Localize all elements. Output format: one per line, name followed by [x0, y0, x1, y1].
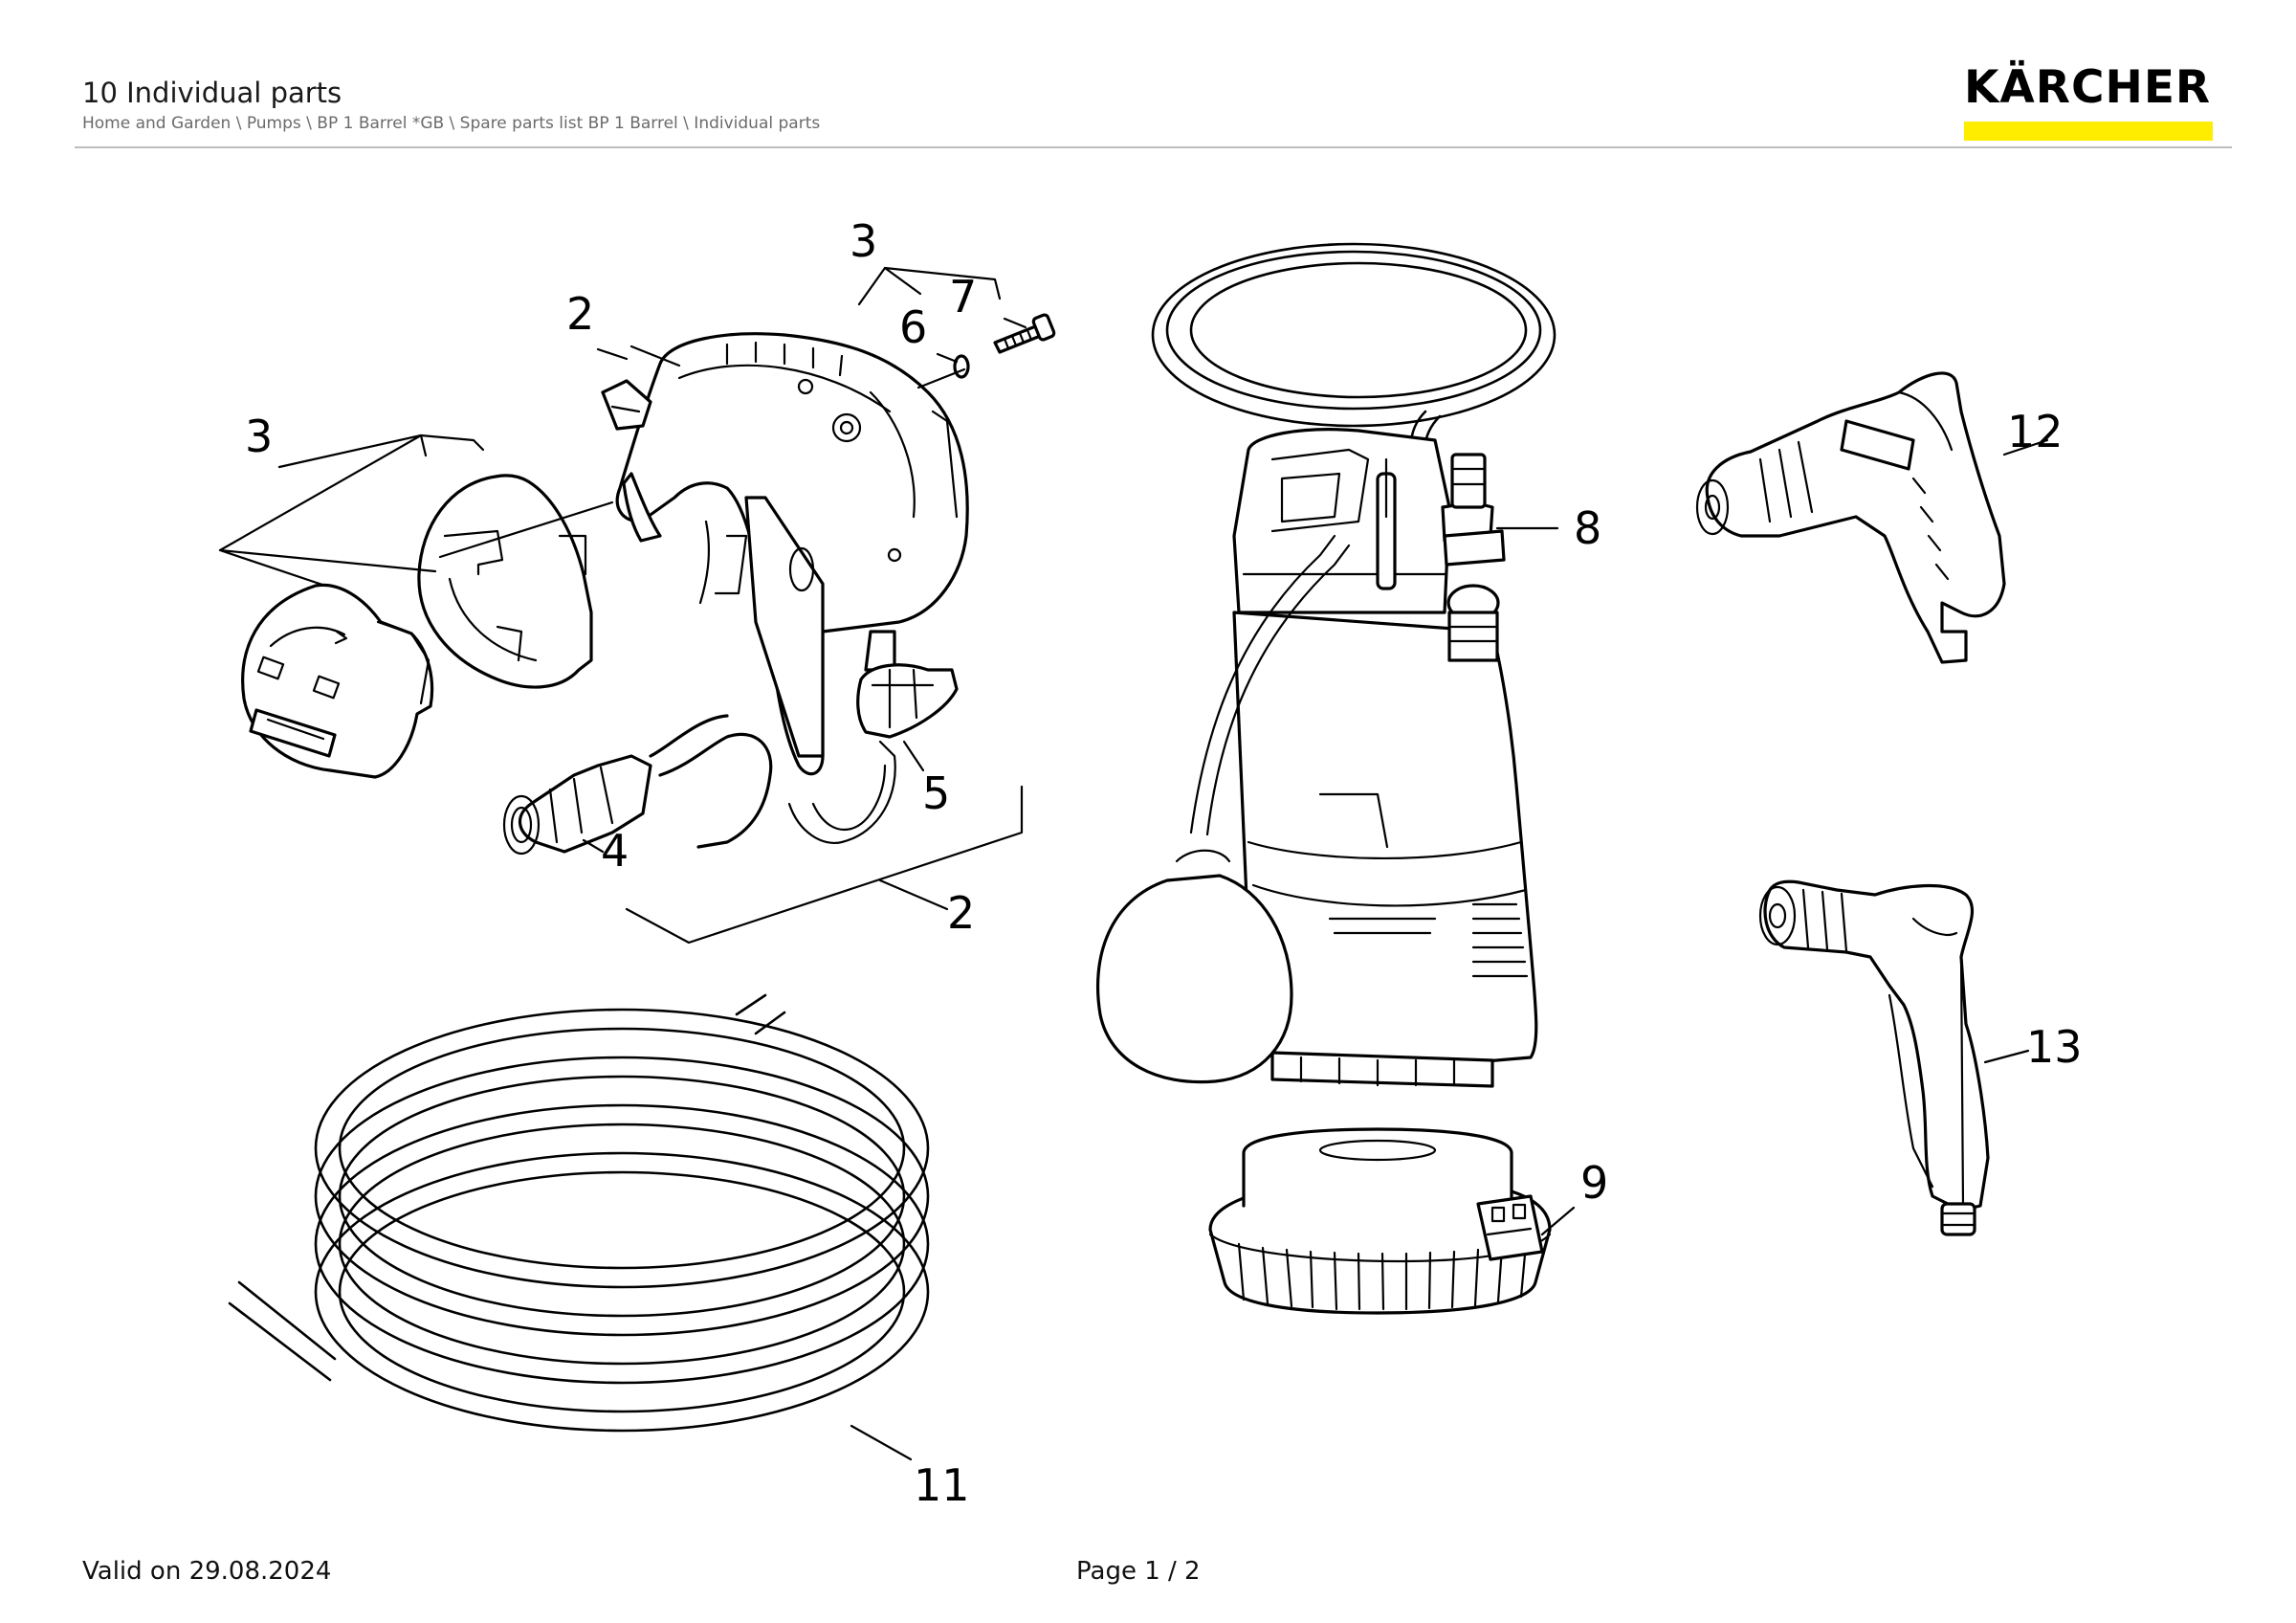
footer-valid-date: Valid on 29.08.2024: [82, 1557, 332, 1586]
callout-9: 9: [1580, 1157, 1608, 1209]
callout-6: 6: [899, 301, 927, 353]
header-divider: [75, 146, 2232, 148]
part-screw-and-washer: [953, 313, 1056, 379]
callout-4: 4: [601, 825, 629, 877]
leader-lines: [218, 266, 2049, 1461]
callout-3-left: 3: [245, 411, 273, 462]
callout-8: 8: [1574, 502, 1601, 554]
footer-page-number: Page 1 / 2: [1076, 1557, 1201, 1586]
callout-7: 7: [949, 271, 977, 322]
callout-11: 11: [914, 1459, 970, 1511]
part-handle-body: [502, 332, 969, 856]
part-submersible-pump: [1095, 242, 1556, 1088]
callout-2-bottom: 2: [947, 887, 975, 939]
callout-5: 5: [922, 767, 950, 819]
part-hose-coil: [228, 993, 930, 1433]
callout-13: 13: [2026, 1021, 2083, 1073]
brand-logo-text: KÄRCHER: [1964, 61, 2212, 114]
callout-2-top: 2: [566, 288, 594, 340]
callout-3-top: 3: [850, 215, 877, 267]
part-filter-basket: [1208, 1127, 1552, 1315]
callout-numbers: 3 2 3 7 6 4 5 2 8 12 13 9 11: [245, 215, 2083, 1511]
part-spray-gun-12: [1695, 371, 2006, 664]
page-title: 10 Individual parts: [82, 77, 342, 109]
part-inner-housing: [417, 474, 593, 689]
brand-logo-bar: [1964, 122, 2213, 141]
breadcrumb: Home and Garden \ Pumps \ BP 1 Barrel *G…: [82, 114, 821, 133]
part-spray-gun-13: [1758, 879, 1990, 1236]
part-cover-cap: [241, 583, 434, 779]
callout-12: 12: [2007, 406, 2064, 457]
brand-logo: KÄRCHER: [1964, 65, 2213, 141]
